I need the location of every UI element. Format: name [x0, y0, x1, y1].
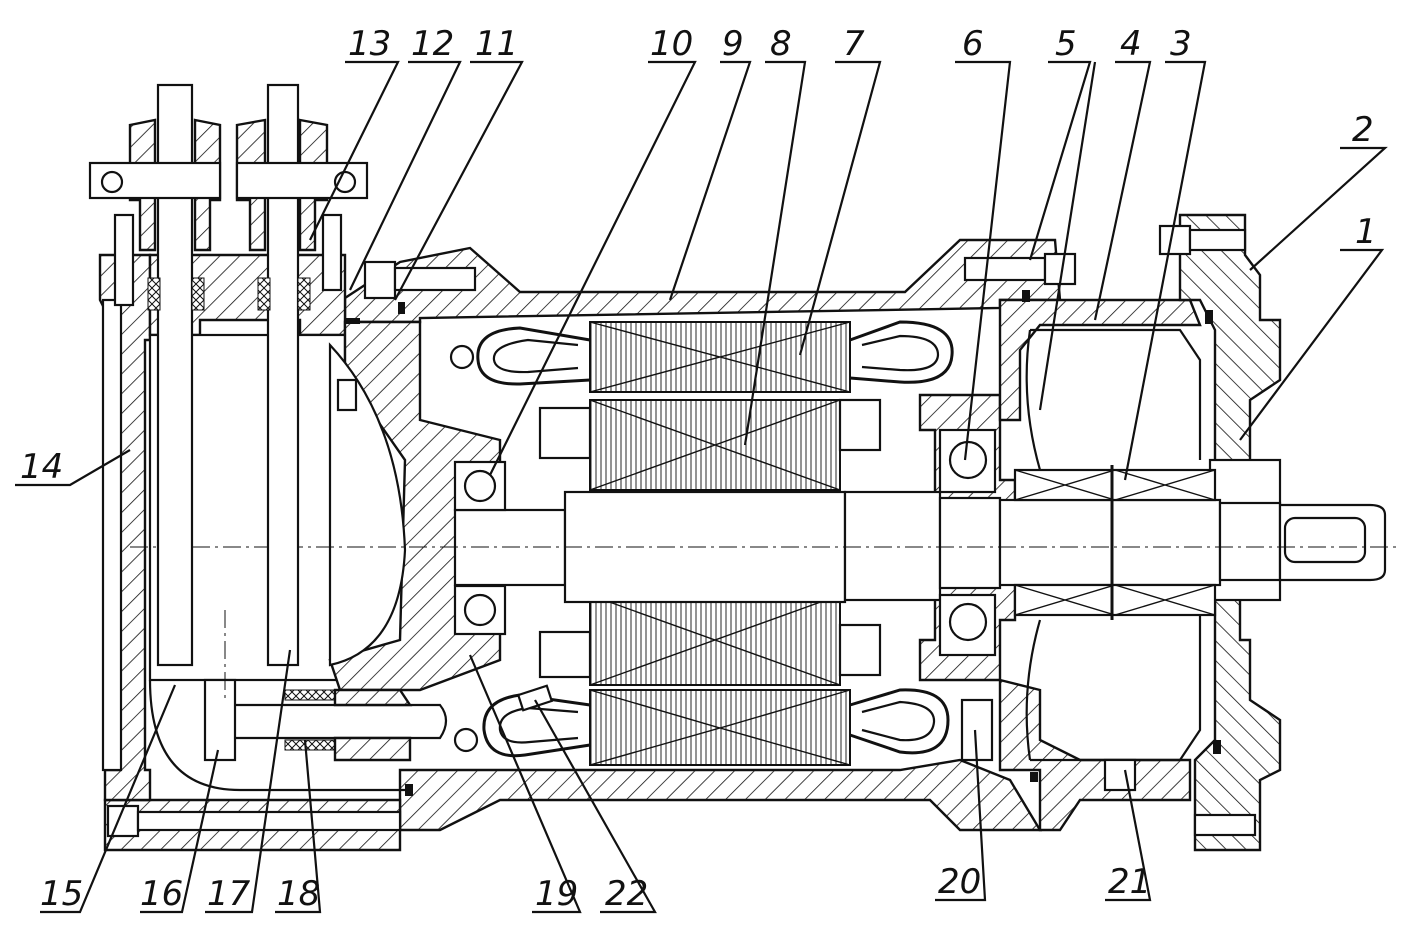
- rotor-core: [538, 398, 882, 686]
- callout-11: 11: [475, 24, 518, 64]
- callout-13: 13: [348, 24, 391, 64]
- callout-14: 14: [20, 447, 63, 487]
- callout-8: 8: [770, 24, 792, 64]
- callout-18: 18: [277, 874, 320, 914]
- seals: [346, 290, 1221, 796]
- outlet-pipe: [203, 678, 448, 762]
- callout-5: 5: [1055, 24, 1077, 64]
- callout-labels: 13 12 11 10 9 8 7 6 5 4 3 2 1 14 15 16 1…: [20, 24, 1377, 914]
- callout-10: 10: [650, 24, 693, 64]
- callout-1: 1: [1355, 212, 1377, 252]
- callout-19: 19: [535, 874, 578, 914]
- callout-16: 16: [140, 874, 183, 914]
- callout-4: 4: [1120, 24, 1142, 64]
- stator-core: [589, 321, 851, 766]
- callout-3: 3: [1170, 24, 1192, 64]
- shaft: [130, 490, 1400, 604]
- callout-20: 20: [938, 862, 981, 902]
- small-details: [224, 344, 554, 753]
- winding-end-turns: [476, 320, 954, 758]
- pipe-inlets: [88, 83, 369, 667]
- callout-22: 22: [605, 874, 648, 914]
- gear: [1013, 465, 1217, 620]
- callout-7: 7: [843, 24, 865, 64]
- bearing-left: [453, 460, 507, 636]
- callout-6: 6: [962, 24, 984, 64]
- callout-21: 21: [1108, 862, 1151, 902]
- callout-9: 9: [722, 24, 744, 64]
- callout-12: 12: [411, 24, 454, 64]
- callout-15: 15: [40, 874, 83, 914]
- leader-lines: [15, 60, 1388, 914]
- callout-17: 17: [207, 874, 251, 914]
- callout-2: 2: [1352, 110, 1374, 150]
